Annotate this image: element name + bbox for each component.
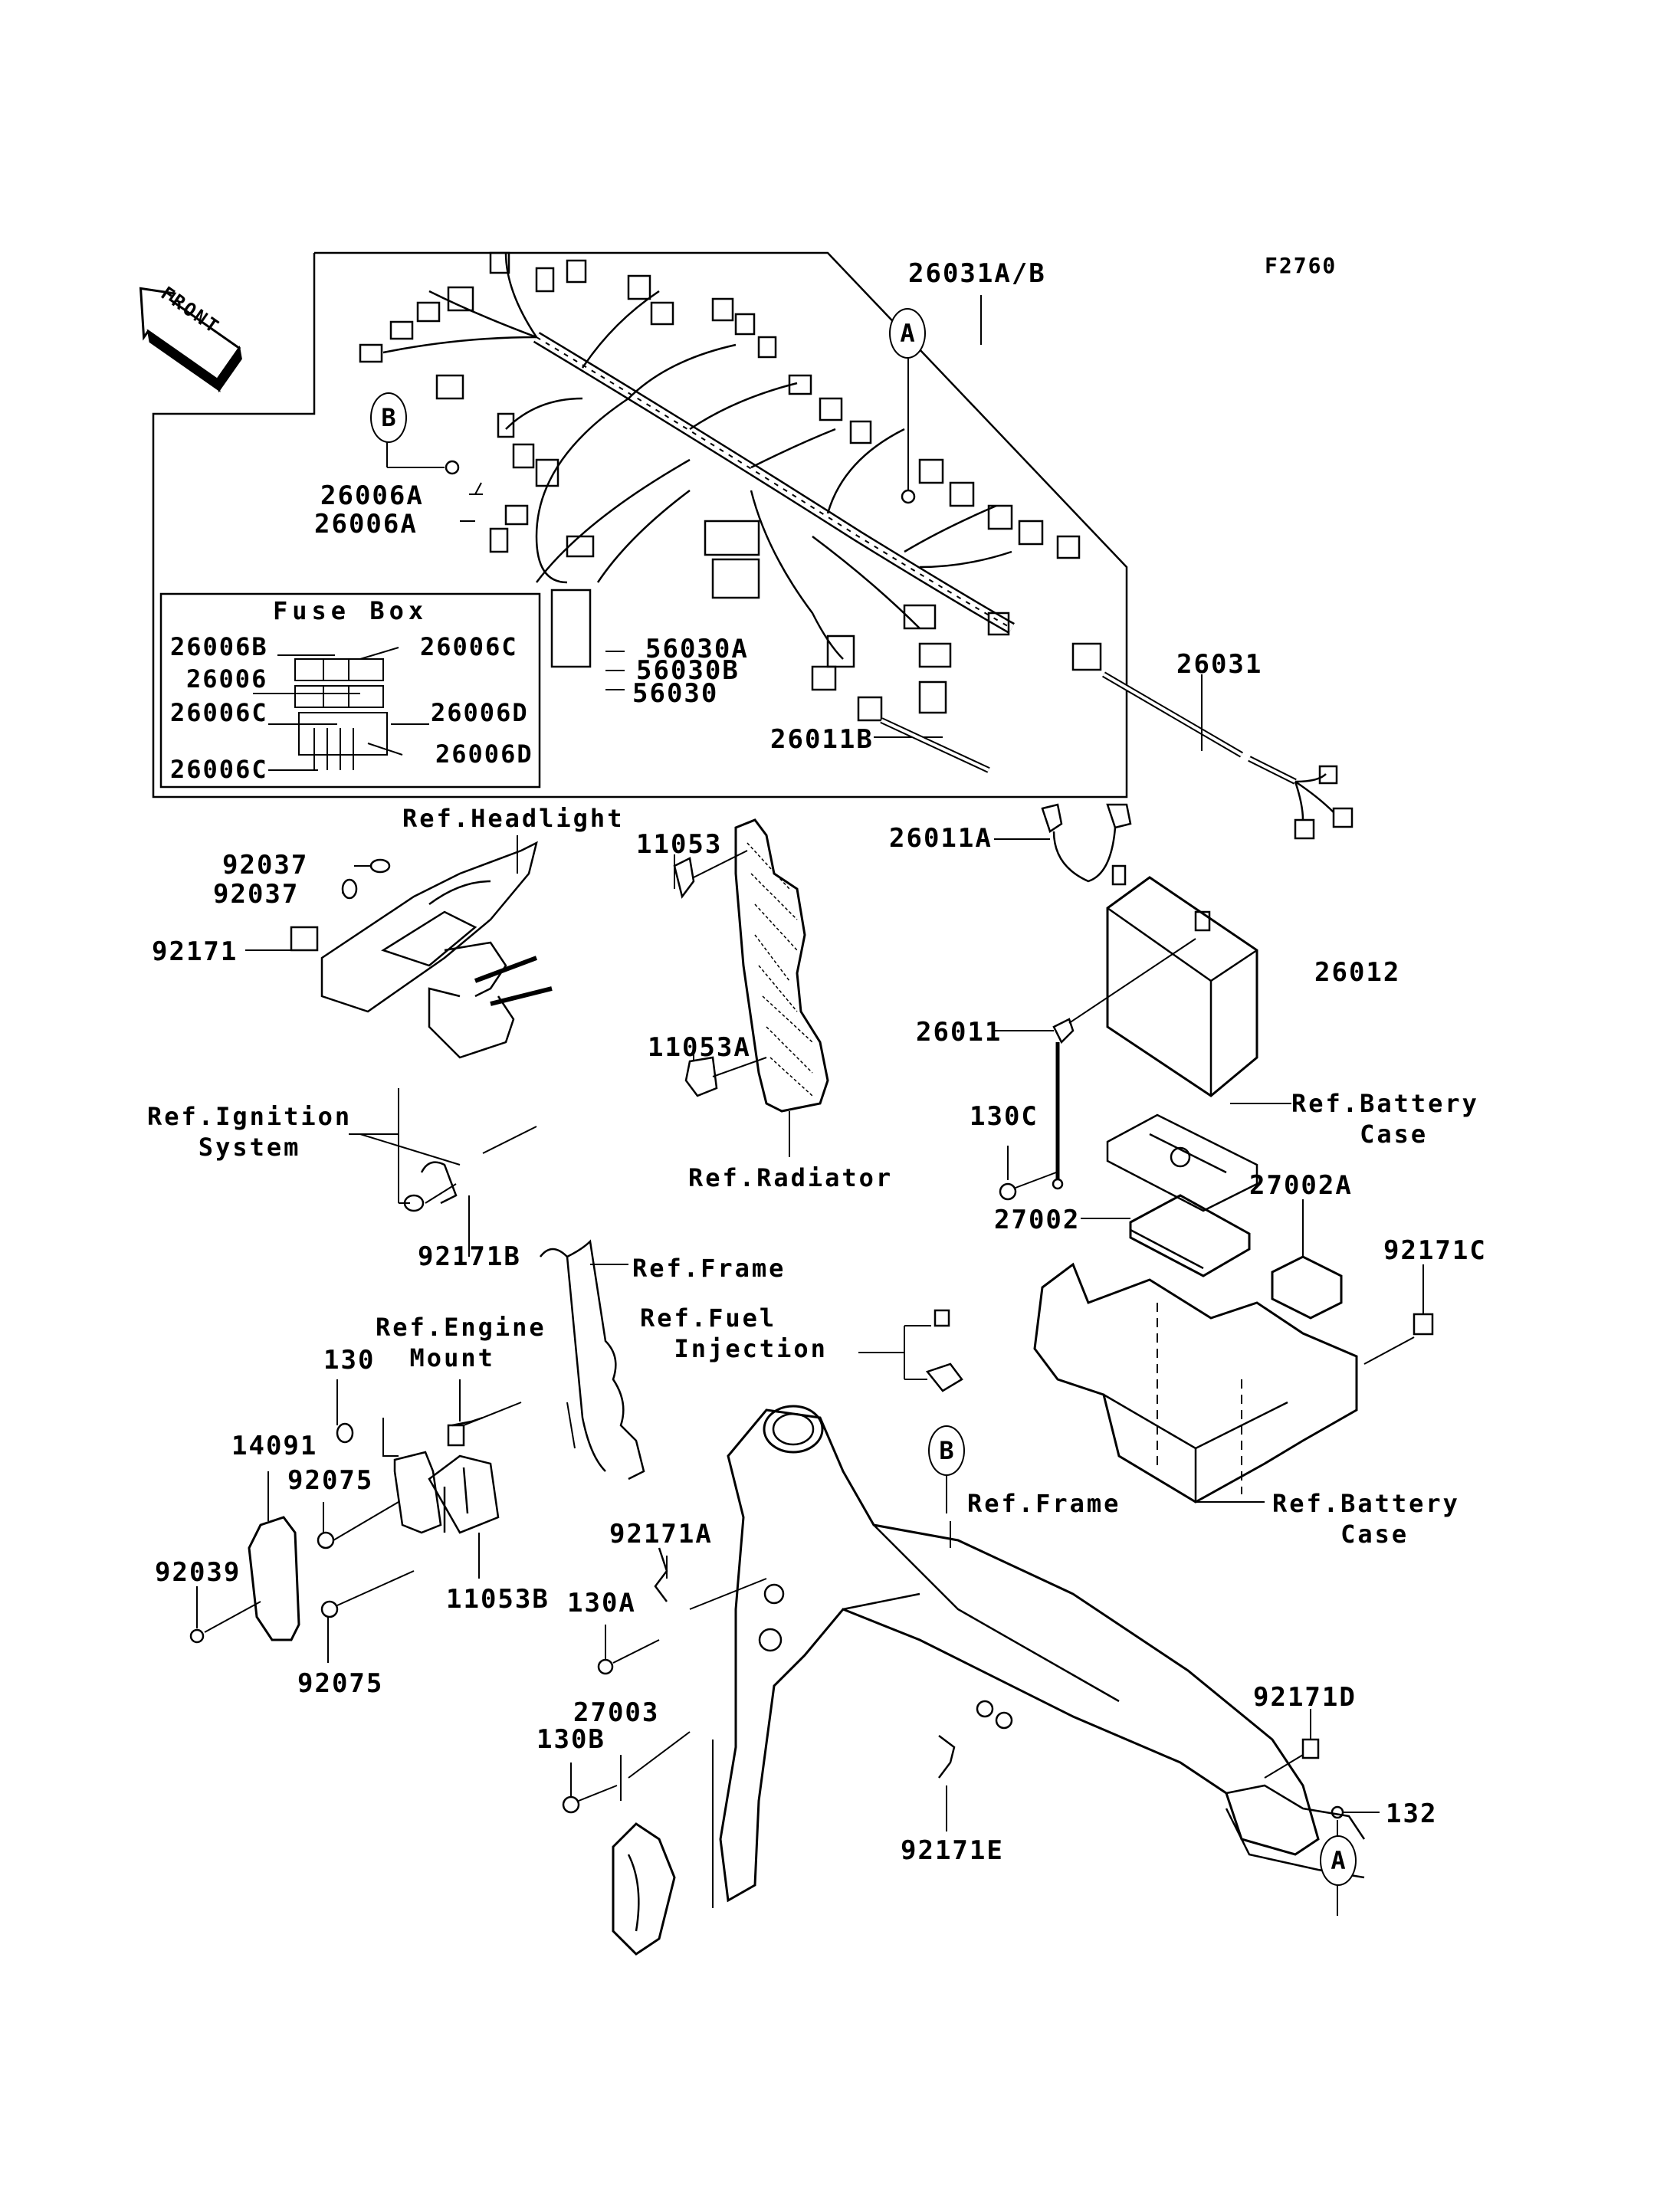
ecu-27002	[1081, 1194, 1251, 1277]
horn-27003	[562, 1731, 714, 1956]
ref-label-headlight: Ref.Headlight	[402, 804, 625, 833]
part-label-92037[interactable]: 92037	[222, 850, 309, 880]
part-label-26006A[interactable]: 26006A	[314, 509, 418, 539]
lead-26011B	[857, 696, 990, 773]
part-label-56030A[interactable]: 56030A	[645, 634, 749, 664]
ref-label-radiator: Ref.Radiator	[688, 1163, 894, 1192]
ref-label-battery-case: Ref.Battery Case	[1272, 1489, 1460, 1549]
battery-26012	[1106, 864, 1258, 1097]
fuse-box-title: Fuse Box	[273, 596, 428, 625]
connection-marker-a: A	[889, 308, 926, 359]
part-label-92075[interactable]: 92075	[297, 1668, 384, 1699]
leader-lines-harness	[386, 295, 982, 738]
part-label-130B[interactable]: 130B	[536, 1724, 605, 1755]
part-label-26006D[interactable]: 26006D	[435, 739, 533, 769]
relay-27002A	[1271, 1199, 1343, 1320]
part-label-26031AB[interactable]: 26031A/B	[908, 258, 1046, 289]
figure-code: F2760	[1265, 253, 1337, 278]
sub-harness-26031	[1071, 642, 1354, 840]
part-label-11053B[interactable]: 11053B	[446, 1584, 550, 1615]
battery-cable-26011A	[994, 803, 1132, 883]
part-label-26006C[interactable]: 26006C	[170, 698, 268, 727]
front-arrow	[139, 287, 242, 393]
part-label-132[interactable]: 132	[1386, 1799, 1438, 1829]
part-label-92171A[interactable]: 92171A	[609, 1519, 713, 1549]
ref-label-frame: Ref.Frame	[967, 1489, 1121, 1518]
harness-group-frame	[152, 251, 1128, 798]
part-label-130C[interactable]: 130C	[970, 1101, 1039, 1132]
part-label-26011A[interactable]: 26011A	[889, 823, 993, 854]
part-label-14091[interactable]: 14091	[231, 1431, 318, 1461]
battery-case-tray	[1106, 1103, 1291, 1212]
fuel-injection-clamps	[858, 1309, 963, 1513]
part-label-92171[interactable]: 92171	[152, 936, 238, 967]
connection-marker-b: B	[370, 392, 407, 443]
part-label-92039[interactable]: 92039	[155, 1557, 241, 1588]
part-label-92171E[interactable]: 92171E	[901, 1835, 1004, 1866]
part-label-130[interactable]: 130	[323, 1345, 376, 1376]
fuse-box-drawing	[253, 647, 429, 771]
part-label-92171C[interactable]: 92171C	[1383, 1235, 1487, 1266]
ref-label-fuel-injection: Ref.Fuel Injection	[640, 1303, 828, 1363]
leader-lines-left-top	[245, 835, 518, 1257]
battery-cable-26011	[994, 938, 1196, 1190]
part-label-11053A[interactable]: 11053A	[648, 1032, 751, 1063]
part-label-92171B[interactable]: 92171B	[418, 1241, 521, 1272]
part-label-26006A[interactable]: 26006A	[320, 480, 424, 511]
part-label-26012[interactable]: 26012	[1314, 957, 1401, 988]
part-label-26006B[interactable]: 26006B	[170, 632, 268, 661]
part-label-11053[interactable]: 11053	[636, 829, 723, 860]
part-label-56030B[interactable]: 56030B	[636, 655, 740, 686]
frame-section-upper	[540, 1239, 645, 1481]
part-label-56030[interactable]: 56030	[632, 678, 719, 709]
part-label-26006C[interactable]: 26006C	[420, 632, 518, 661]
ignition-bracket-group	[189, 1379, 522, 1663]
battery-case-housing	[1033, 1262, 1358, 1503]
part-label-92171D[interactable]: 92171D	[1253, 1682, 1357, 1713]
ref-label-engine-mount: Ref.Engine Mount	[376, 1313, 546, 1372]
part-label-26006D[interactable]: 26006D	[431, 698, 529, 727]
ref-label-ignition-system: Ref.Ignition System	[147, 1102, 353, 1162]
part-label-27003[interactable]: 27003	[573, 1697, 660, 1728]
radiator-shroud	[673, 818, 829, 1157]
part-label-27002A[interactable]: 27002A	[1249, 1170, 1353, 1201]
part-label-26006[interactable]: 26006	[186, 664, 268, 694]
bolt-130C	[999, 1146, 1057, 1201]
part-label-27002[interactable]: 27002	[994, 1205, 1081, 1235]
ref-label-battery-case: Ref.Battery Case	[1291, 1089, 1479, 1149]
part-label-130A[interactable]: 130A	[567, 1588, 636, 1618]
connection-marker-b: B	[928, 1425, 965, 1476]
part-label-26006C[interactable]: 26006C	[170, 755, 268, 784]
ref-label-frame: Ref.Frame	[632, 1254, 786, 1283]
main-frame-lower	[719, 1405, 1366, 1903]
clamp-92171C	[1363, 1264, 1434, 1365]
part-label-26011[interactable]: 26011	[916, 1017, 1002, 1048]
connection-marker-a: A	[1320, 1835, 1357, 1886]
fuse-box-frame	[159, 592, 541, 789]
part-label-92075[interactable]: 92075	[287, 1465, 374, 1496]
part-label-92037[interactable]: 92037	[213, 879, 300, 910]
part-label-26031[interactable]: 26031	[1176, 649, 1263, 680]
headlight-bracket-assembly	[290, 841, 553, 1212]
main-wiring-harness-26031AB	[359, 251, 1081, 714]
part-label-26011B[interactable]: 26011B	[770, 724, 874, 755]
